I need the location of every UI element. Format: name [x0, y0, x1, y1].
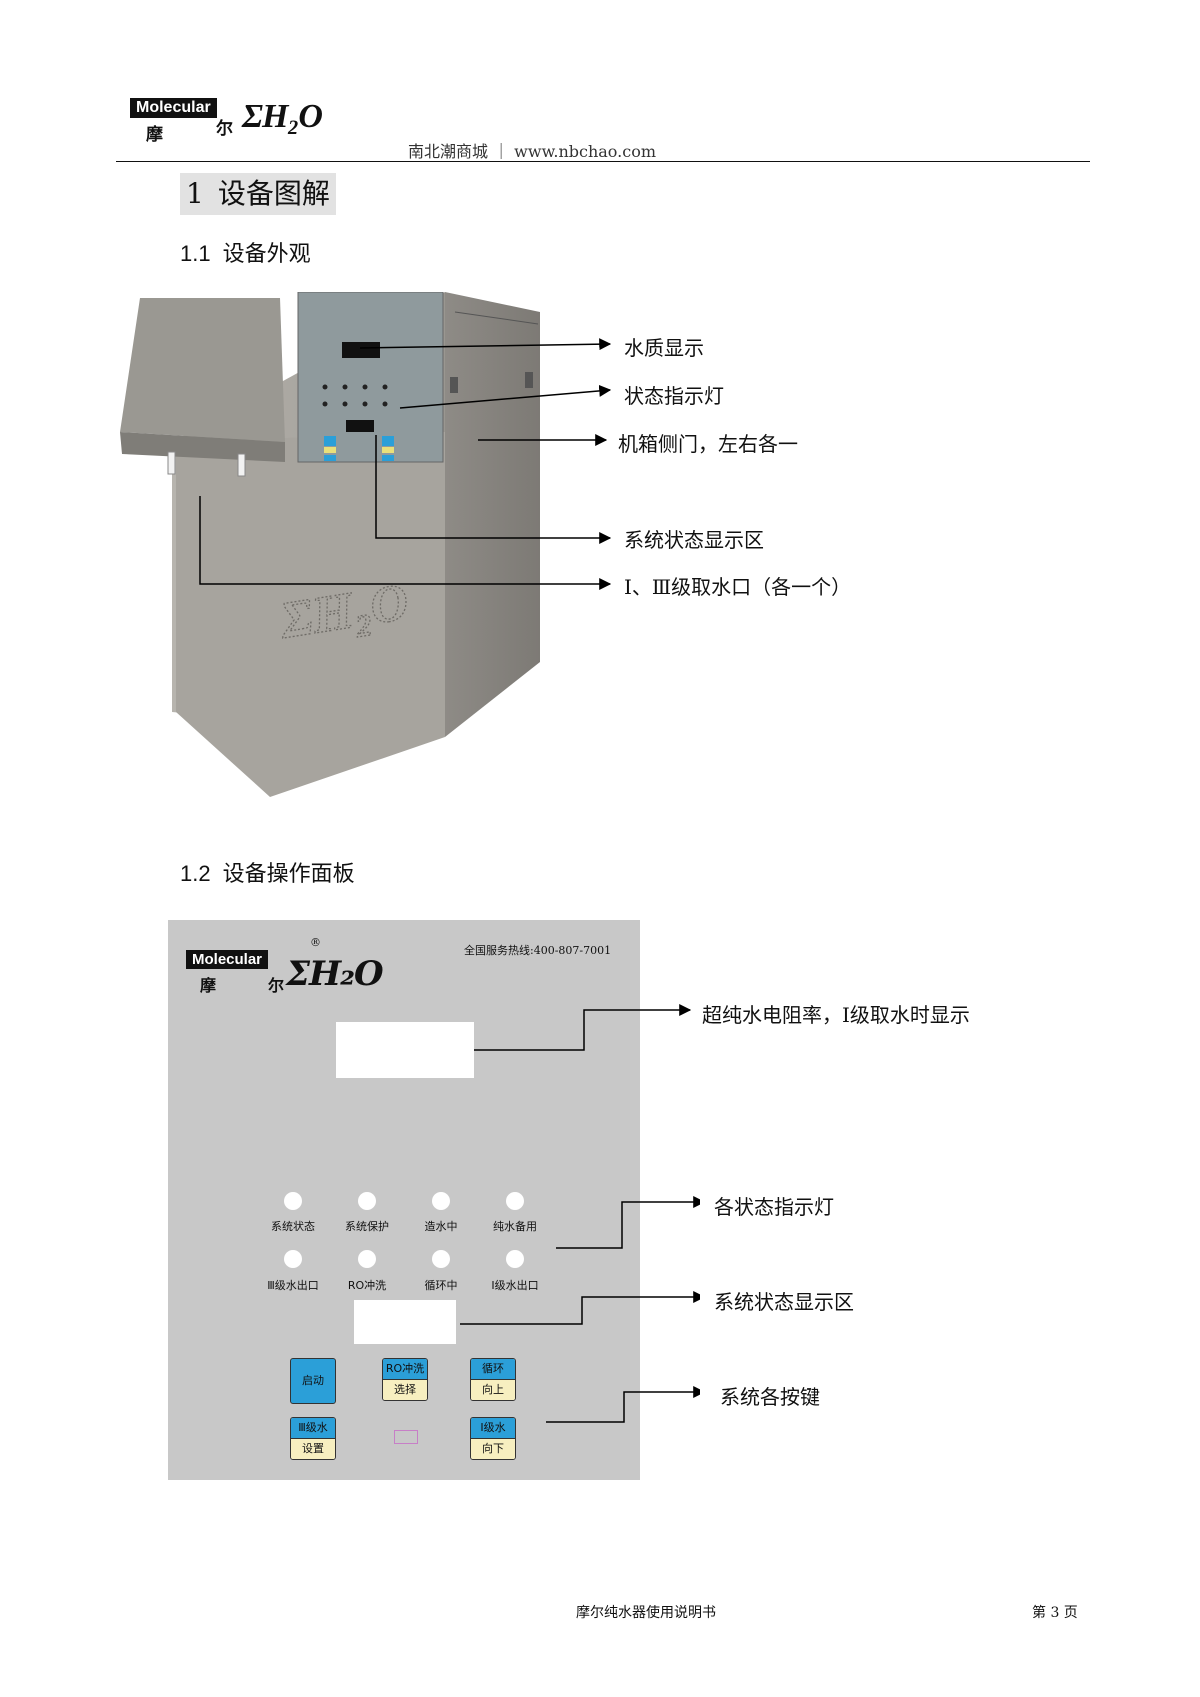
key-top-label: Ⅰ级水	[471, 1418, 515, 1438]
key-top-label: RO冲洗	[383, 1359, 427, 1379]
quality-display	[342, 342, 380, 358]
operation-panel: Molecular 摩 尔 ΣH₂O ® 全国服务热线:400-807-7001…	[168, 920, 640, 1480]
header-rule	[116, 161, 1090, 162]
key-top-label: Ⅲ级水	[291, 1418, 335, 1438]
led-label: Ⅲ级水出口	[267, 1279, 319, 1292]
panel-logo: Molecular 摩 尔 ΣH₂O ®	[186, 936, 386, 1006]
panel-logo-brand: ΣH₂O	[286, 954, 384, 994]
section-number: 1	[186, 177, 204, 210]
level1-water-down-button[interactable]: Ⅰ级水 向下	[470, 1417, 516, 1460]
system-status-display	[354, 1300, 456, 1344]
led-level1-outlet	[506, 1250, 524, 1268]
callout-keys: 系统各按键	[720, 1385, 820, 1409]
resistivity-display	[336, 1022, 474, 1078]
logo-brand: ΣH₂O	[242, 98, 323, 135]
led-label: 纯水备用	[493, 1220, 537, 1233]
subsection-heading-1-2: 1.2 设备操作面板	[180, 856, 355, 888]
section-heading-1: 1 设备图解	[180, 173, 336, 215]
dispenser-hood	[120, 298, 285, 442]
subsection-title: 设备外观	[222, 242, 311, 267]
page-number: 第 3 页	[1032, 1605, 1078, 1621]
logo-cn-1: 摩	[146, 125, 165, 145]
registered-mark: ®	[310, 936, 321, 949]
led-ro-flush	[358, 1250, 376, 1268]
service-hotline: 全国服务热线:400-807-7001	[464, 944, 612, 957]
key-bottom-label: 设置	[291, 1438, 335, 1459]
panel-logo-cn-1: 摩	[200, 976, 217, 995]
subsection-heading-1-1: 1.1 设备外观	[180, 236, 311, 268]
start-button[interactable]: 启动	[290, 1358, 336, 1404]
section-title: 设备图解	[217, 177, 330, 210]
subsection-number: 1.1	[180, 241, 211, 266]
key-bottom-label: 选择	[383, 1379, 427, 1400]
callout-water-quality-display: 水质显示	[624, 336, 704, 360]
cycle-up-button[interactable]: 循环 向上	[470, 1358, 516, 1401]
callout-system-status-area: 系统状态显示区	[624, 528, 764, 552]
key-bottom-label: 向上	[471, 1379, 515, 1400]
level3-water-setup-button[interactable]: Ⅲ级水 设置	[290, 1417, 336, 1460]
panel-logo-cn-2: 尔	[268, 976, 285, 995]
callout-status-area: 系统状态显示区	[714, 1290, 854, 1314]
front-panel	[297, 292, 444, 463]
logo-en: Molecular	[130, 98, 217, 118]
led-label: Ⅰ级水出口	[491, 1279, 539, 1292]
callout-indicator-lights: 各状态指示灯	[714, 1195, 834, 1219]
callout-side-doors: 机箱侧门，左右各一	[618, 432, 798, 456]
tap-right	[237, 453, 246, 477]
led-label: 系统保护	[345, 1220, 389, 1233]
led-pure-water-standby	[506, 1192, 524, 1210]
led-system-status	[284, 1192, 302, 1210]
key-top-label: 循环	[471, 1359, 515, 1379]
led-level3-outlet	[284, 1250, 302, 1268]
footer-title: 摩尔纯水器使用说明书	[576, 1605, 716, 1621]
led-label: RO冲洗	[347, 1279, 387, 1292]
key-bottom-label: 向下	[471, 1438, 515, 1459]
callout-status-lights: 状态指示灯	[624, 384, 724, 408]
tap-left	[167, 451, 176, 475]
cabinet-lower	[176, 432, 445, 797]
cabinet-side	[445, 292, 540, 737]
header-logo: Molecular 摩 尔 ΣH₂O	[130, 98, 360, 150]
subsection-title: 设备操作面板	[222, 862, 355, 887]
led-label: 造水中	[424, 1220, 458, 1233]
panel-callout-lines	[460, 1004, 700, 1423]
led-producing-water	[432, 1192, 450, 1210]
panel-logo-en: Molecular	[186, 950, 269, 969]
led-circulating	[432, 1250, 450, 1268]
device-figure: ΣH₂O	[120, 292, 540, 797]
panel-keys	[324, 436, 394, 461]
indicator-window	[394, 1430, 418, 1444]
callout-resistivity: 超纯水电阻率，Ⅰ级取水时显示	[702, 1003, 970, 1027]
led-label: 循环中	[424, 1279, 458, 1292]
device-callout-lines	[199, 338, 612, 590]
ro-flush-select-button[interactable]: RO冲洗 选择	[382, 1358, 428, 1401]
subsection-number: 1.2	[180, 861, 211, 886]
status-display	[346, 420, 374, 432]
status-leds	[322, 384, 388, 407]
logo-cn-2: 尔	[216, 119, 233, 139]
led-label: 系统状态	[271, 1220, 315, 1233]
led-system-protect	[358, 1192, 376, 1210]
callout-water-outlets: Ⅰ、Ⅲ级取水口（各一个）	[624, 575, 852, 599]
site-link[interactable]: 南北潮商城 ｜ www.nbchao.com	[408, 142, 657, 161]
